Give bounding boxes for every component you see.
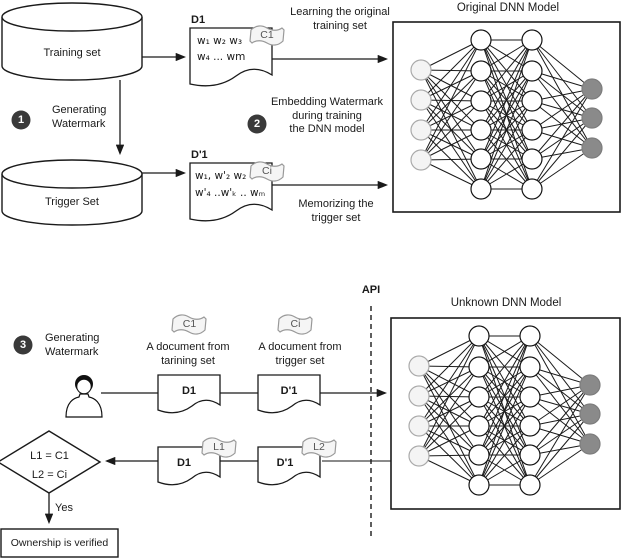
step-1-label: Generating Watermark: [52, 104, 107, 130]
d1-prime-title: D'1: [191, 149, 208, 161]
step-3-number: 3: [19, 339, 27, 351]
flag-ci-bottom-label: Ci: [290, 318, 301, 330]
result-d1-title: D1: [176, 457, 192, 469]
flag-c1-label: C1: [260, 29, 274, 41]
original-dnn-box: [392, 21, 621, 213]
step-2-number: 2: [253, 118, 261, 130]
step-1-number: 1: [17, 114, 25, 126]
step-1-circle: [11, 110, 31, 130]
unknown-dnn-title: Unknown DNN Model: [450, 297, 562, 309]
person-icon: [65, 375, 103, 418]
training-set-label: Training set: [43, 47, 101, 59]
decision-yes-label: Yes: [55, 502, 73, 514]
flag-ci-label: Ci: [262, 165, 272, 177]
query-document-d1-prime: [257, 374, 321, 414]
person-body: [65, 393, 103, 418]
flag-l1-label: L1: [213, 441, 225, 453]
original-dnn-title: Original DNN Model: [456, 2, 560, 14]
learning-annotation: Learning the original training set: [290, 6, 390, 32]
step-2-circle: [247, 114, 267, 134]
step-2-label: Embedding Watermark during training the …: [270, 96, 384, 135]
step-3-label: Generating Watermark: [45, 332, 100, 358]
d1-title: D1: [191, 14, 206, 26]
result-d1-prime-title: D'1: [276, 457, 294, 469]
connectors: [44, 52, 391, 538]
decision-condition: L1 = C1 L2 = Ci: [30, 450, 69, 481]
unknown-dnn-network: [408, 325, 601, 496]
trigger-doc-annotation: A document from trigger set: [258, 341, 342, 367]
original-dnn-network: [410, 29, 603, 200]
memorizing-annotation: Memorizing the trigger set: [298, 198, 374, 224]
step-3-circle: [13, 335, 33, 355]
query-document-d1: [157, 374, 221, 414]
person-face: [76, 378, 92, 395]
query-d1-title: D1: [181, 385, 197, 397]
result-document-d1-prime: [257, 446, 321, 486]
api-label: API: [361, 284, 381, 296]
training-set-cylinder: [1, 2, 143, 81]
ownership-verified-box: [0, 528, 119, 558]
flag-c1-bottom-label: C1: [182, 318, 197, 330]
query-d1-prime-title: D'1: [280, 385, 298, 397]
decision-diamond: [0, 430, 102, 494]
result-document-d1: [157, 446, 221, 486]
trigger-cylinder-top: [1, 159, 143, 189]
trigger-set-cylinder: [1, 159, 143, 226]
flag-l2-label: L2: [313, 441, 325, 453]
training-doc-annotation: A document from tarining set: [146, 341, 230, 367]
d1-content: w₁ w₂ w₃ w₄ ... wm: [197, 35, 246, 63]
ownership-verified-label: Ownership is verified: [10, 537, 109, 549]
trigger-set-label: Trigger Set: [44, 196, 99, 208]
unknown-dnn-box: [390, 317, 621, 510]
training-cylinder-top: [1, 2, 143, 32]
d1-prime-content: w₁, w'₂ w₂ w'₄ ..w'ₖ .. wₘ: [195, 170, 266, 199]
training-cylinder-body: [1, 17, 143, 81]
